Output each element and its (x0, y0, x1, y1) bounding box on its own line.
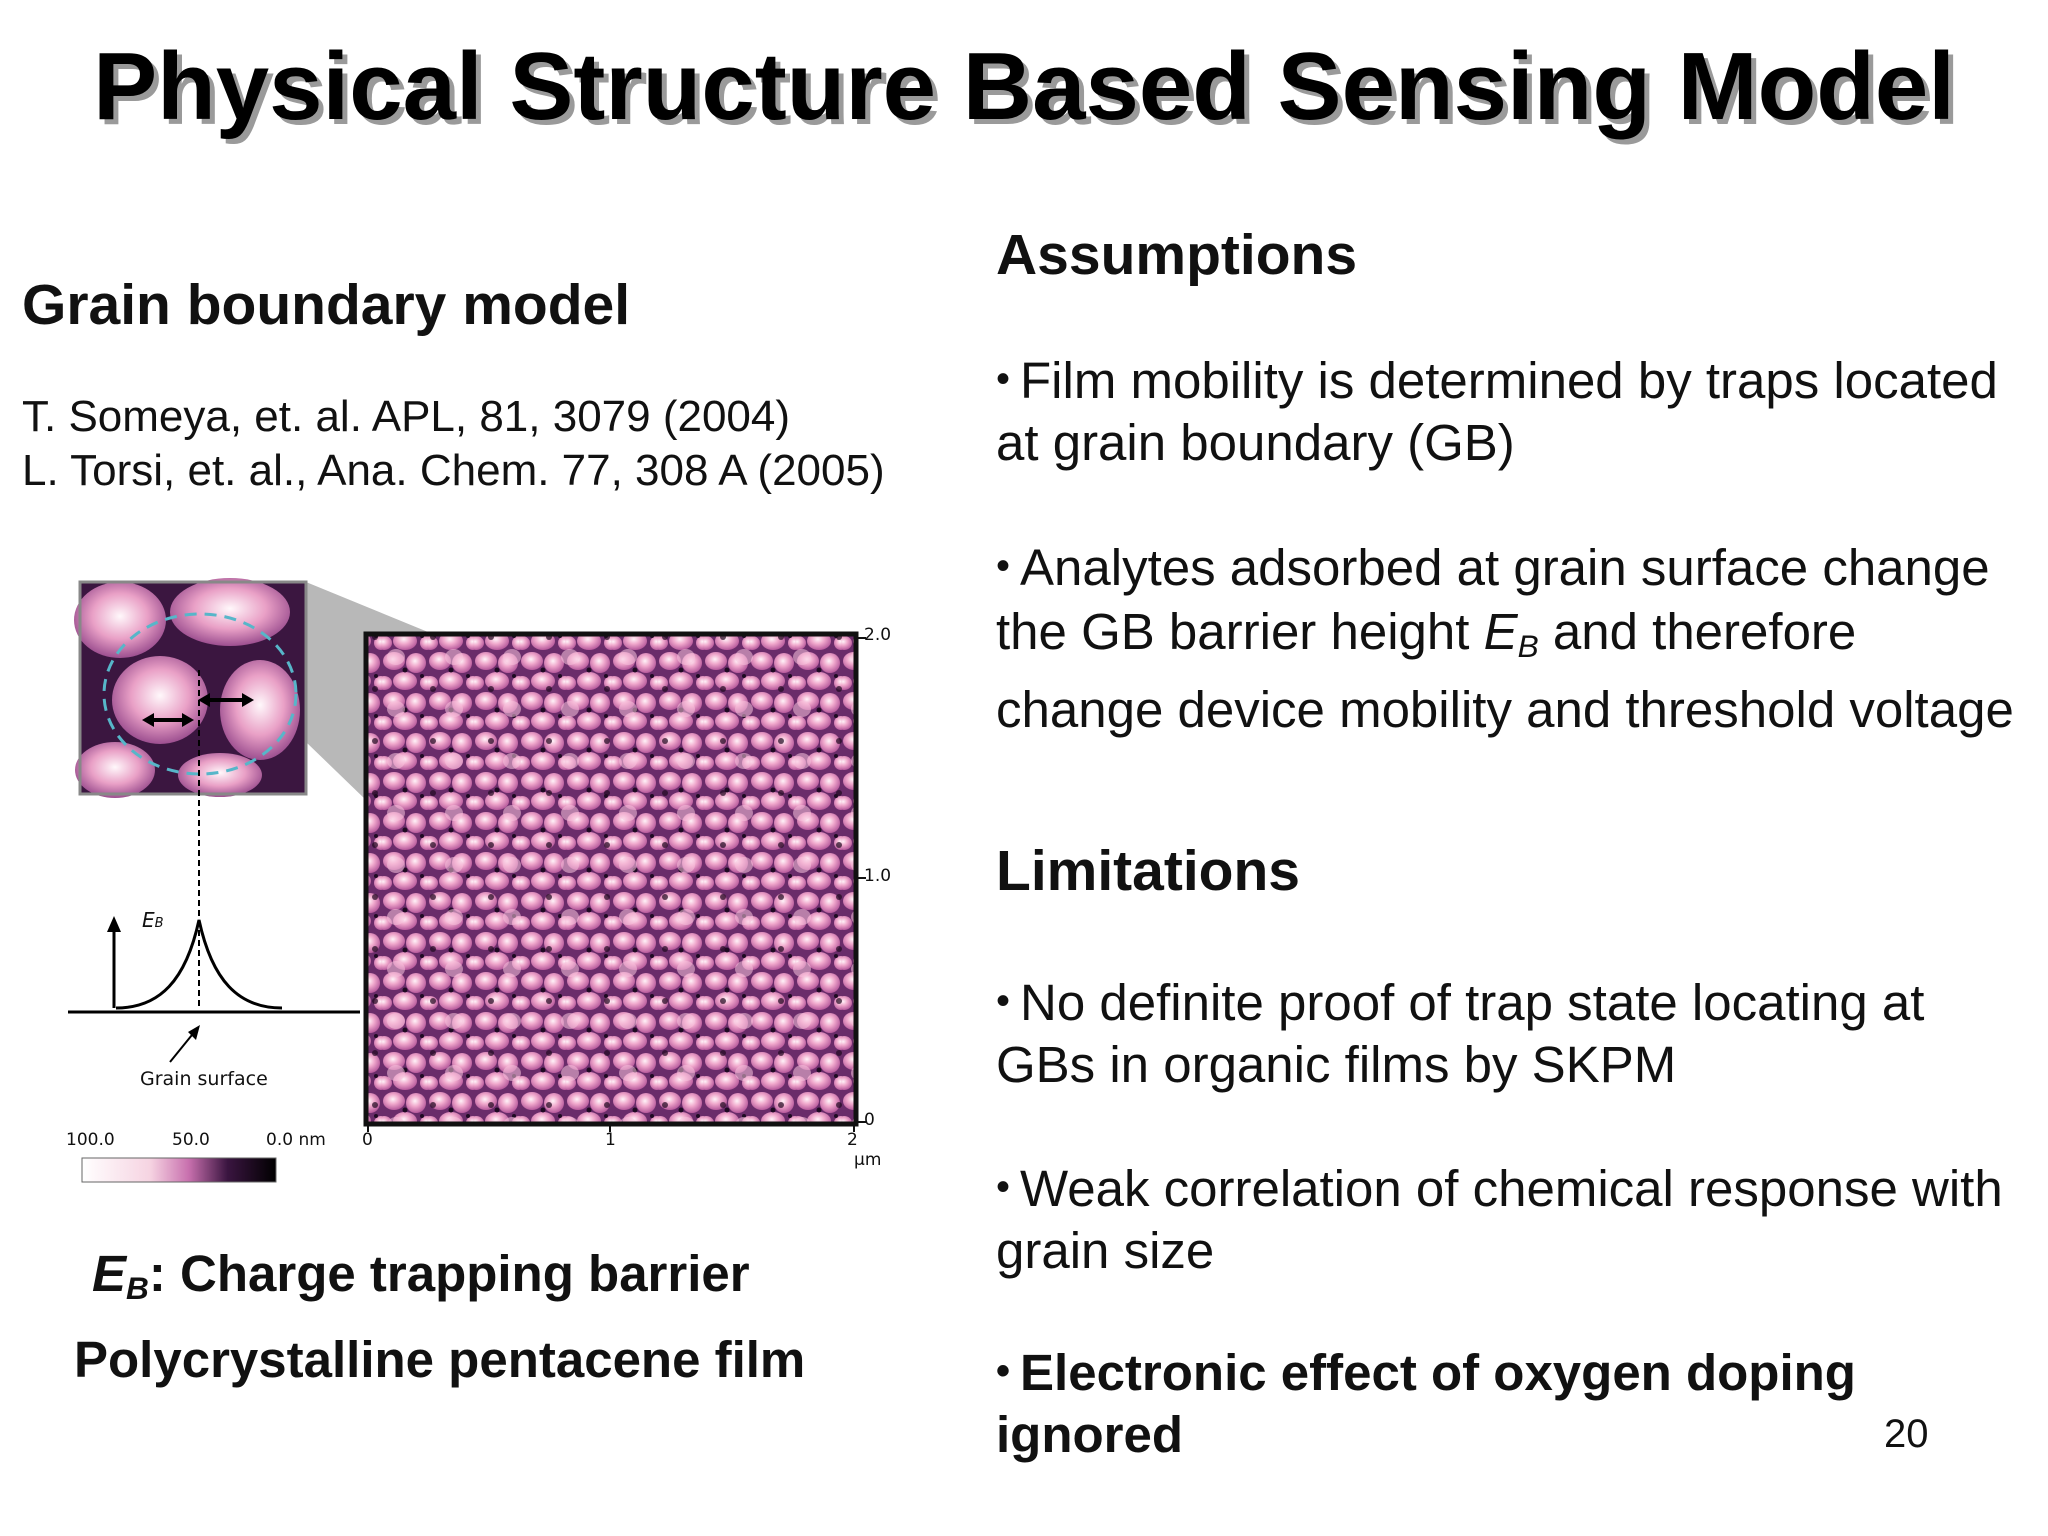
assumption-item: •Film mobility is determined by traps lo… (996, 352, 1998, 471)
assumption-item: •Analytes adsorbed at grain surface chan… (996, 539, 2014, 738)
inset-dashed-circle (102, 612, 298, 776)
limitations-heading: Limitations (996, 839, 1301, 903)
reference-someya: T. Someya, et. al. APL, 81, 3079 (2004) (22, 392, 791, 441)
y-tick-label: 2.0 (864, 625, 892, 645)
scale-label: 50.0 (172, 1130, 210, 1150)
x-unit-label: μm (854, 1150, 882, 1170)
limitation-item: •Electronic effect of oxygen doping igno… (996, 1344, 1856, 1463)
height-scale-bar (81, 1157, 277, 1183)
grain-surface-label: Grain surface (140, 1068, 268, 1090)
eb-figure-label: EB (142, 908, 164, 932)
grain-boundary-figure: 2.0 1.0 0 0 1 2 μm 100.0 50.0 0.0 nm EB … (60, 570, 900, 1210)
reference-torsi: L. Torsi, et. al., Ana. Chem. 77, 308 A … (22, 446, 885, 495)
x-tick-label: 1 (605, 1130, 616, 1150)
barrier-curve (115, 919, 283, 1010)
limitation-item: •Weak correlation of chemical response w… (996, 1160, 2003, 1279)
scale-label: 0.0 nm (266, 1130, 326, 1150)
x-tick-label: 0 (362, 1130, 373, 1150)
scale-label: 100.0 (66, 1130, 115, 1150)
afm-figure-svg (68, 578, 866, 1183)
grain-boundary-heading: Grain boundary model (22, 273, 631, 337)
eb-caption: EB: Charge trapping barrier (92, 1245, 750, 1306)
assumptions-heading: Assumptions (996, 223, 1358, 287)
y-tick-label: 1.0 (864, 866, 892, 886)
page-number: 20 (1884, 1412, 1929, 1456)
x-tick-label: 2 (847, 1130, 858, 1150)
slide-title: Physical Structure Based Sensing Model (93, 33, 1955, 140)
y-tick-label: 0 (864, 1110, 875, 1130)
limitation-item: •No definite proof of trap state locatin… (996, 974, 1925, 1093)
film-caption: Polycrystalline pentacene film (74, 1331, 806, 1388)
